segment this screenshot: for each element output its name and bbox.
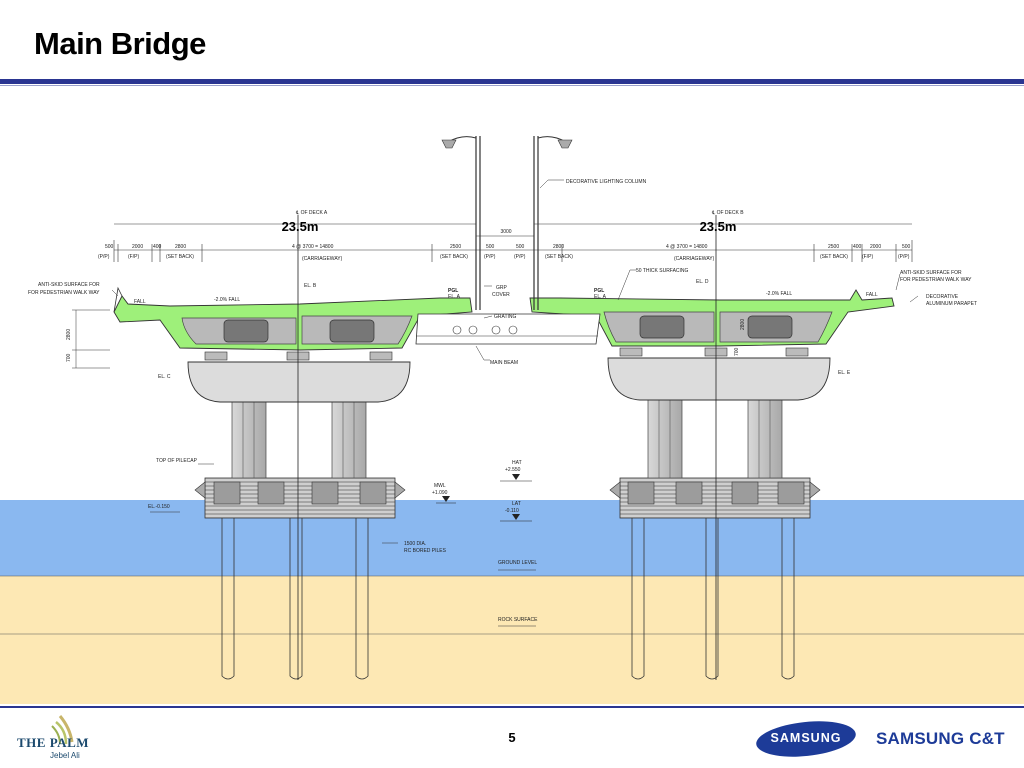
lat-label: LAT [512, 501, 521, 507]
deck-b-sub: (SET BACK) [545, 254, 573, 260]
parapet-1: DECORATIVE [926, 294, 959, 300]
deck-a-dim: 400 [153, 244, 162, 250]
ground-band [0, 576, 1024, 704]
deck-b-sub: (SET BACK) [820, 254, 848, 260]
deck-b-structure [529, 289, 895, 680]
pgl-b: PGL [594, 288, 604, 294]
anti-skid-left-2: FOR PEDESTRIAN WALK WAY [28, 290, 100, 296]
deck-a-sub: (SET BACK) [166, 254, 194, 260]
deck-a-structure [113, 286, 473, 680]
footer-rule [0, 706, 1024, 708]
gap-dim-label: 3000 [500, 229, 511, 235]
deck-b-dim: 4 @ 3700 = 14800 [666, 244, 708, 250]
deck-b-dim: 500 [902, 244, 911, 250]
fall-label-a: FALL [134, 299, 146, 305]
deck-b-dim: 400 [853, 244, 862, 250]
deck-b-sub: (P/P) [898, 254, 910, 260]
deck-b-sub: (F/P) [862, 254, 873, 260]
el-a-right: EL. A [594, 294, 607, 300]
fall-label-b: FALL [866, 292, 878, 298]
deck-a-sub: (CARRIAGEWAY) [302, 256, 343, 262]
deck-a-dim: 2000 [132, 244, 143, 250]
deck-a-sub: (SET BACK) [440, 254, 468, 260]
el-minus-label: EL.-0.150 [148, 504, 170, 510]
grating-label: GRATING [494, 314, 517, 320]
grp-2: COVER [492, 292, 510, 298]
deck-a-dim: 500 [486, 244, 495, 250]
surfacing-label: 50 THICK SURFACING [636, 268, 689, 274]
deck-a-sub: (P/P) [98, 254, 110, 260]
lighting-label: DECORATIVE LIGHTING COLUMN [566, 179, 647, 185]
dim-700-label: 700 [66, 353, 72, 362]
lighting-columns [441, 136, 573, 310]
el-b-label: EL. B [304, 283, 317, 289]
rock-surface-label: ROCK SURFACE [498, 617, 538, 623]
deck-a-dim: 4 @ 3700 = 14800 [292, 244, 334, 250]
top-pilecap-label: TOP OF PILECAP [156, 458, 198, 464]
lat-val: -0.110 [505, 508, 519, 514]
dim-2800-label: 2800 [66, 329, 72, 340]
header-rule [0, 79, 1024, 84]
deck-b-centerline-label: ℄ OF DECK B [711, 210, 744, 216]
main-beam-label: MAIN BEAM [490, 360, 518, 366]
cross-fall-a: -2.0% FALL [214, 297, 240, 303]
anti-skid-left-1: ANTI-SKID SURFACE FOR [38, 282, 100, 288]
deck-b-dim: 2000 [870, 244, 881, 250]
el-d-label: EL. D [696, 279, 709, 285]
samsung-logo-text: SAMSUNG [770, 731, 842, 745]
deck-b-sub: (P/P) [514, 254, 526, 260]
samsung-ct-logo-text: SAMSUNG C&T [876, 729, 1005, 748]
mwl-val: +1.090 [432, 490, 448, 496]
deck-a-dim: 500 [105, 244, 114, 250]
dim-2800b-label: 2800 [740, 319, 746, 330]
mwl-label: MWL [434, 483, 446, 489]
header-rule-thin [0, 85, 1024, 86]
hat-val: +2.550 [505, 467, 521, 473]
cross-fall-b: -2.0% FALL [766, 291, 792, 297]
hat-label: HAT [512, 460, 522, 466]
deck-b-dim: 2500 [828, 244, 839, 250]
deck-b-dim: 2800 [553, 244, 564, 250]
deck-b-sub: (CARRIAGEWAY) [674, 256, 715, 262]
palm-logo-icon [51, 715, 74, 745]
deck-a-dim: 2500 [450, 244, 461, 250]
deck-a-sub: (F/P) [128, 254, 139, 260]
deck-a-centerline-label: ℄ OF DECK A [295, 210, 328, 216]
dim-700b-label: 700 [734, 347, 740, 356]
el-e-label: EL. E [838, 370, 851, 376]
page-number: 5 [508, 730, 516, 745]
el-c-label: EL. C [158, 374, 171, 380]
piles-2: RC BORED PILES [404, 548, 447, 554]
deck-a-sub: (P/P) [484, 254, 496, 260]
ground-level-label: GROUND LEVEL [498, 560, 537, 566]
grp-1: GRP [496, 285, 508, 291]
palm-logo-sub: Jebel Ali [50, 751, 80, 760]
palm-logo-text: THE PALM [17, 735, 90, 750]
centre-gap-beam [415, 313, 601, 345]
parapet-2: ALUMINUM PARAPET [926, 301, 977, 307]
deck-a-dim: 2800 [175, 244, 186, 250]
slide-title: Main Bridge [34, 26, 206, 61]
piles-1: 1500 DIA. [404, 541, 426, 547]
gap-sub-dim: 500 [516, 244, 525, 250]
el-a-left: EL. A [448, 294, 461, 300]
water-band [0, 500, 1024, 576]
pgl-a: PGL [448, 288, 458, 294]
anti-skid-right-1: ANTI-SKID SURFACE FOR [900, 270, 962, 276]
deck-b-span-label: 23.5m [700, 219, 737, 234]
deck-a-span-label: 23.5m [282, 219, 319, 234]
anti-skid-right-2: FOR PEDESTRIAN WALK WAY [900, 277, 972, 283]
